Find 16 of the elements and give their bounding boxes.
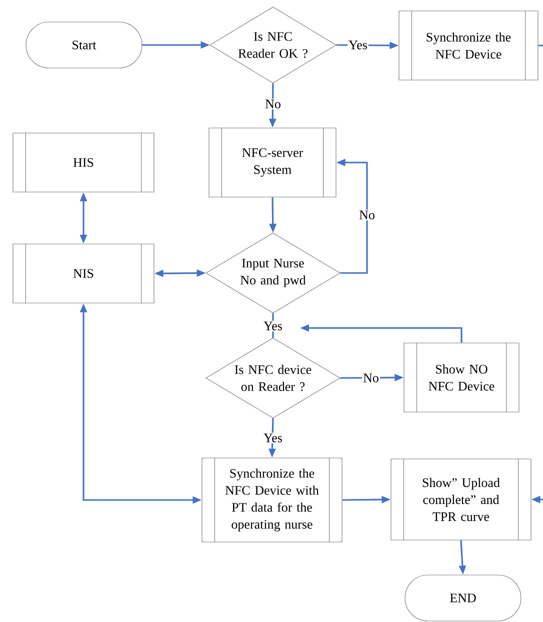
terminal-box: END [404,574,522,622]
terminal-box: Start [26,22,142,68]
edge-label: No [264,98,282,110]
edge-label: Yes [262,432,284,444]
connector-line [538,44,543,46]
edge-label: Yes [348,40,368,50]
process-box: Show” Upload complete” and TPR curve [390,458,532,541]
edge-label: Yes [262,320,284,332]
process-box: HIS [12,132,154,193]
edge-label: No [358,210,376,220]
process-box: Synchronize the NFC Device with PT data for the operating nurse [202,457,342,543]
process-box: NFC-server System [208,127,336,198]
edge-label: No [362,372,380,384]
process-box: Synchronize the NFC Device [398,10,538,81]
process-box: NIS [12,243,154,304]
process-box: Show NO NFC Device [404,342,520,413]
